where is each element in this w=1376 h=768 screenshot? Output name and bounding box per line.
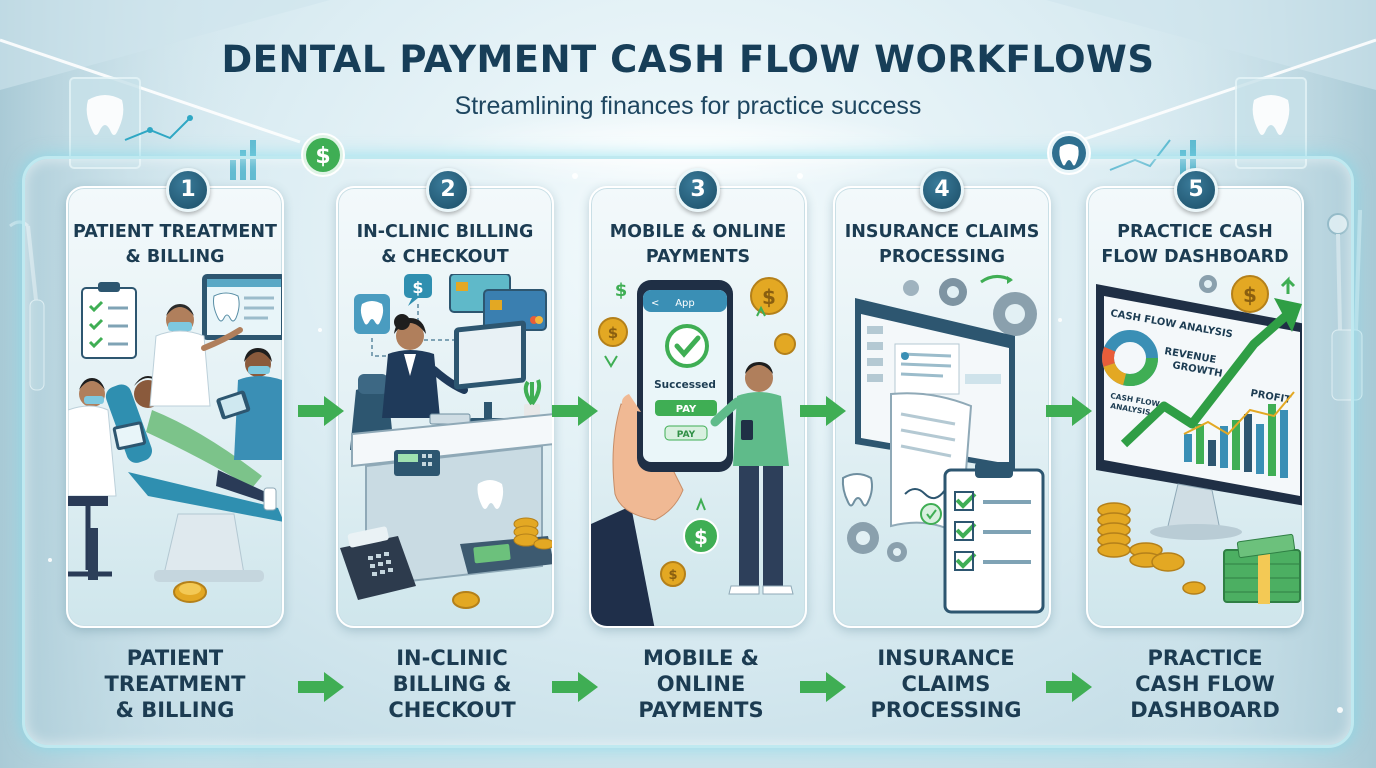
coin-icon [173, 581, 207, 603]
flow-arrow-icon [1046, 672, 1092, 702]
smartphone-icon: App < Successed PAY PAY [621, 280, 733, 472]
page-title: DENTAL PAYMENT CASH FLOW WORKFLOWS [221, 38, 1155, 81]
content-frame [22, 156, 1354, 748]
flow-arrow-icon [800, 672, 846, 702]
svg-text:$: $ [615, 280, 628, 301]
plant-icon [523, 379, 542, 418]
card-terminal-icon [340, 526, 416, 600]
dollar-badge-icon: $ [301, 133, 345, 177]
step-title: MOBILE & ONLINE PAYMENTS [609, 222, 787, 267]
svg-text:$: $ [412, 278, 423, 297]
tooth-icon [841, 473, 873, 507]
doctor-seated-figure [68, 378, 147, 580]
dentist-figure [149, 304, 243, 407]
checklist-clipboard-icon [943, 462, 1045, 614]
flow-arrow-icon [298, 672, 344, 702]
customer-figure [710, 362, 794, 595]
dollar-chat-icon: $ [404, 274, 432, 306]
pay-button[interactable] [655, 400, 717, 416]
dental-tools-right-icon [1327, 209, 1363, 401]
step-title: PRACTICE CASH FLOW DASHBOARD [1101, 222, 1289, 267]
step-title: IN-CLINIC BILLING & CHECKOUT [356, 222, 534, 267]
bottom-label-4: INSURANCE CLAIMS PROCESSING [870, 646, 1022, 722]
bottom-label-1: PATIENT TREATMENT & BILLING [104, 646, 246, 722]
tooth-app-icon [354, 294, 390, 334]
flow-arrow-icon [552, 672, 598, 702]
svg-text:$: $ [315, 144, 330, 169]
svg-text:<: < [651, 298, 659, 309]
svg-text:$: $ [608, 324, 618, 342]
coin-stack-icon [1097, 502, 1206, 595]
svg-text:Successed: Successed [654, 379, 716, 391]
step-number-badge-2: 2 [426, 168, 470, 212]
pay-button-secondary[interactable] [664, 425, 708, 441]
svg-text:$: $ [668, 568, 677, 583]
bottom-label-3: MOBILE & ONLINE PAYMENTS [638, 646, 764, 722]
insurance-claims-illustration [841, 275, 1045, 614]
svg-text:PAY: PAY [676, 404, 697, 415]
svg-text:App: App [675, 298, 695, 309]
cash-stack-icon [1223, 533, 1301, 604]
step-number-badge-5: 5 [1174, 168, 1218, 212]
step-number-badge-1: 1 [166, 168, 210, 212]
flow-arrow-icon [298, 396, 344, 426]
assistant-figure [216, 348, 282, 460]
svg-text:PAY: PAY [677, 430, 696, 440]
credit-card-icon [449, 274, 547, 331]
tooth-display-left-icon [69, 77, 193, 169]
tooth-badge-icon [1047, 131, 1091, 175]
svg-text:$: $ [694, 525, 708, 549]
step-panel-1: PATIENT TREATMENT & BILLING [66, 186, 284, 628]
step-panel-3: MOBILE & ONLINE PAYMENTS $ $ $ $ $ [589, 186, 807, 628]
step-panel-5: PRACTICE CASH FLOW DASHBOARD $ CASH FLOW… [1086, 186, 1304, 628]
step-panel-2: IN-CLINIC BILLING & CHECKOUT $ [336, 186, 554, 628]
svg-text:$: $ [1243, 283, 1257, 307]
growth-arrow-icon [1120, 298, 1302, 448]
page-subtitle: Streamlining finances for practice succe… [454, 92, 922, 120]
xray-monitor-icon [202, 274, 282, 340]
dashboard-monitor-icon: CASH FLOW ANALYSIS REVENUE GROWTH CASH F… [1096, 284, 1302, 506]
chart-bars-left-icon [230, 140, 256, 180]
chart-bars-right-icon [1109, 139, 1196, 180]
dental-tools-left-icon [9, 220, 45, 391]
bottom-label-2: IN-CLINIC BILLING & CHECKOUT [388, 646, 516, 722]
flow-arrow-icon [552, 396, 598, 426]
mobile-payment-illustration: $ $ $ $ $ App < Successed PA [591, 277, 796, 626]
gear-icon [847, 278, 1037, 562]
step-title: PATIENT TREATMENT & BILLING [73, 222, 277, 267]
step-number-badge-4: 4 [920, 168, 964, 212]
coin-icon: $ $ $ $ [598, 277, 796, 587]
treatment-scene-illustration [68, 274, 282, 603]
dollar-circle-icon: $ [683, 518, 719, 554]
svg-text:$: $ [762, 285, 776, 309]
flow-arrow-icon [1046, 396, 1092, 426]
computer-monitor-icon [429, 320, 526, 425]
gear-icon [1199, 275, 1217, 293]
cash-flow-dashboard-illustration: $ CASH FLOW ANALYSIS REVENUE GROWTH CASH… [1096, 275, 1302, 604]
step-title: INSURANCE CLAIMS PROCESSING [844, 222, 1040, 267]
cash-tray-icon [452, 517, 552, 609]
step-number-badge-3: 3 [676, 168, 720, 212]
clipboard-icon [81, 282, 137, 359]
bottom-label-5: PRACTICE CASH FLOW DASHBOARD [1130, 646, 1280, 722]
step-panel-4: INSURANCE CLAIMS PROCESSING [833, 186, 1051, 628]
coin-icon: $ [1231, 275, 1269, 313]
tooth-display-right-icon [1235, 77, 1307, 169]
checkout-scene-illustration: $ [340, 274, 552, 609]
flow-arrow-icon [800, 396, 846, 426]
